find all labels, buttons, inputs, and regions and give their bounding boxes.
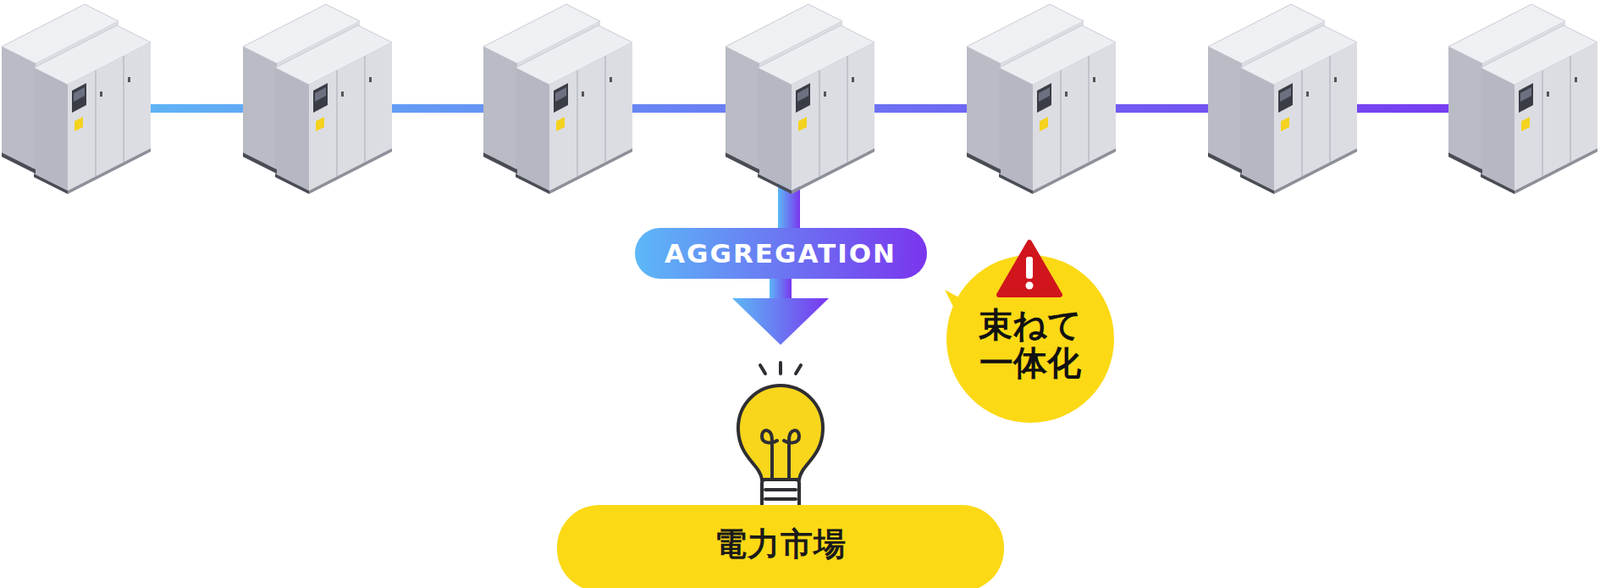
- server-cabinet: [242, 4, 392, 194]
- server-cabinet: [725, 4, 875, 194]
- server-cabinet: [483, 4, 633, 194]
- arrow-head: [732, 297, 829, 345]
- server-cabinet: [1208, 4, 1358, 194]
- server-cabinet: [1, 4, 151, 194]
- server-cabinet: [1448, 4, 1598, 194]
- node-label: 束ねて 一体化: [974, 305, 1087, 382]
- light-bulb: [738, 362, 823, 508]
- market-pill: 電力市場: [557, 504, 1005, 588]
- aggregation-pill: AGGREGATION: [634, 227, 927, 279]
- node-label: 電力市場: [714, 526, 847, 563]
- server-cabinet: [966, 4, 1116, 194]
- aggregation-stem: [769, 275, 792, 300]
- warning-icon: [998, 242, 1060, 295]
- callout-text-box: 束ねて 一体化: [966, 300, 1094, 387]
- node-label: AGGREGATION: [664, 238, 897, 268]
